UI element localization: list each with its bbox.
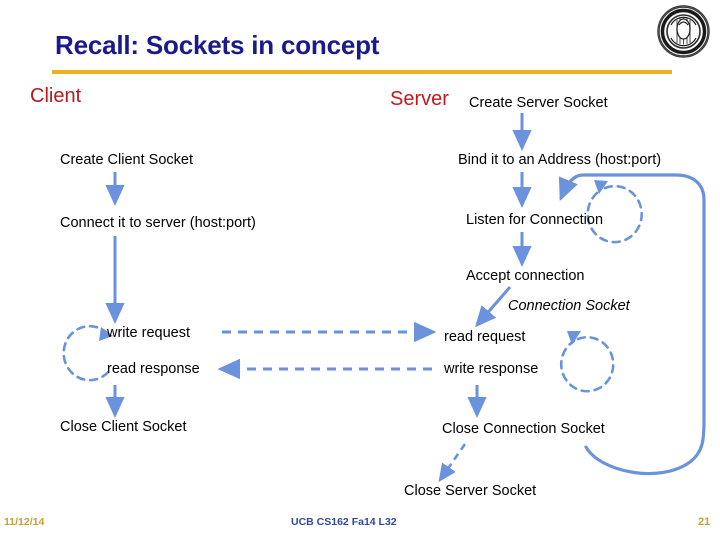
- footer-course: UCB CS162 Fa14 L32: [291, 516, 397, 528]
- step-write-request: write request: [107, 325, 191, 341]
- arrow-accept-to-readrequest: [475, 286, 512, 328]
- server-repeat-loop-head: [567, 331, 581, 345]
- listen-accept-loop-head: [594, 180, 608, 194]
- step-accept-connection: Accept connection: [466, 268, 585, 284]
- label-connection-socket: Connection Socket: [508, 298, 630, 314]
- step-close-client-socket: Close Client Socket: [60, 419, 187, 435]
- uc-berkeley-seal-icon: [657, 5, 710, 58]
- step-bind-to-address: Bind it to an Address (host:port): [458, 152, 662, 168]
- step-connect-to-server: Connect it to server (host:port): [60, 215, 256, 231]
- step-read-response: read response: [107, 361, 200, 377]
- title-divider: [52, 70, 672, 74]
- step-read-request: read request: [444, 329, 526, 345]
- client-repeat-loop: [62, 324, 112, 382]
- server-repeat-loop: [559, 335, 615, 393]
- step-close-connection-socket: Close Connection Socket: [442, 421, 605, 437]
- step-create-server-socket: Create Server Socket: [469, 95, 608, 111]
- step-close-server-socket: Close Server Socket: [404, 483, 537, 499]
- arrow-closeconn-to-closeserver: [438, 443, 467, 483]
- footer-page-number: 21: [698, 516, 711, 528]
- step-write-response: write response: [444, 361, 539, 377]
- step-create-client-socket: Create Client Socket: [60, 152, 193, 168]
- footer-date: 11/12/14: [4, 516, 45, 528]
- server-column-label: Server: [390, 88, 449, 110]
- page-title: Recall: Sockets in concept: [55, 30, 380, 60]
- client-column-label: Client: [30, 85, 82, 107]
- step-listen-for-connection: Listen for Connection: [466, 212, 604, 228]
